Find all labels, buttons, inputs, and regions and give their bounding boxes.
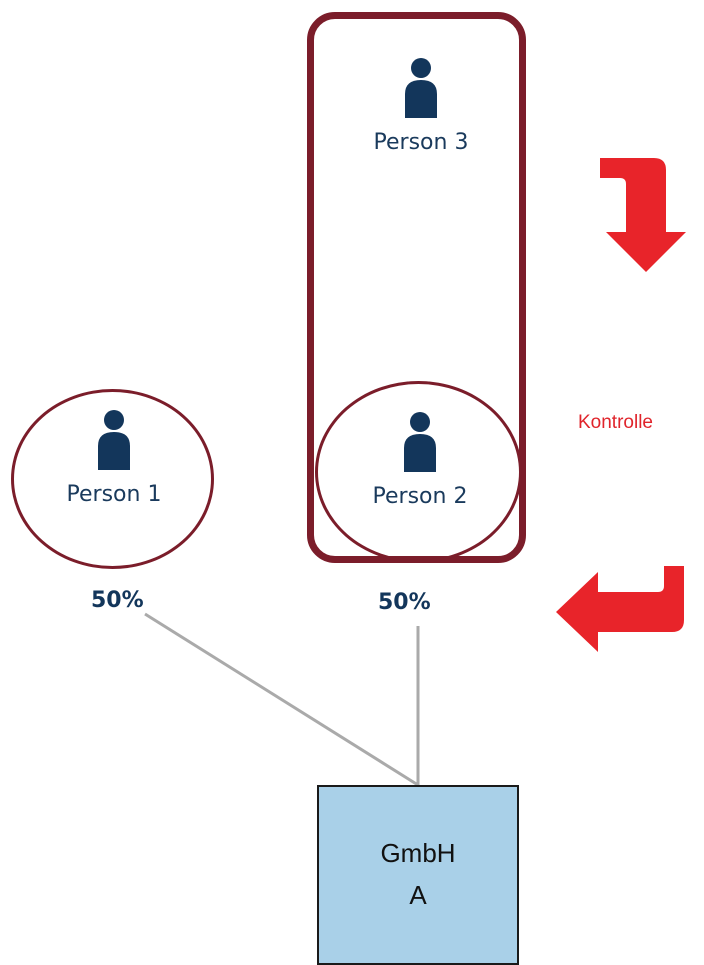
person-2-share: 50%	[378, 590, 431, 615]
person-icon	[405, 58, 437, 118]
person-1-circle	[11, 389, 214, 569]
person-1-node: Person 1	[34, 410, 194, 507]
person-3-node: Person 3	[341, 58, 501, 155]
person-3-label: Person 3	[373, 130, 469, 155]
person-2-label: Person 2	[372, 484, 468, 509]
person-icon	[98, 410, 130, 470]
person-2-node: Person 2	[340, 412, 500, 509]
person-1-share: 50%	[91, 588, 144, 613]
connector-person-1	[144, 612, 419, 787]
control-label: Kontrolle	[578, 412, 653, 433]
company-name-line2: A	[409, 880, 427, 910]
company-name-line1: GmbH	[380, 838, 456, 869]
arrow-down-icon	[600, 158, 686, 272]
company-box: GmbH A	[317, 785, 519, 965]
person-icon	[404, 412, 436, 472]
arrow-left-icon	[556, 566, 684, 652]
person-1-label: Person 1	[66, 482, 162, 507]
person-2-circle	[315, 381, 522, 563]
